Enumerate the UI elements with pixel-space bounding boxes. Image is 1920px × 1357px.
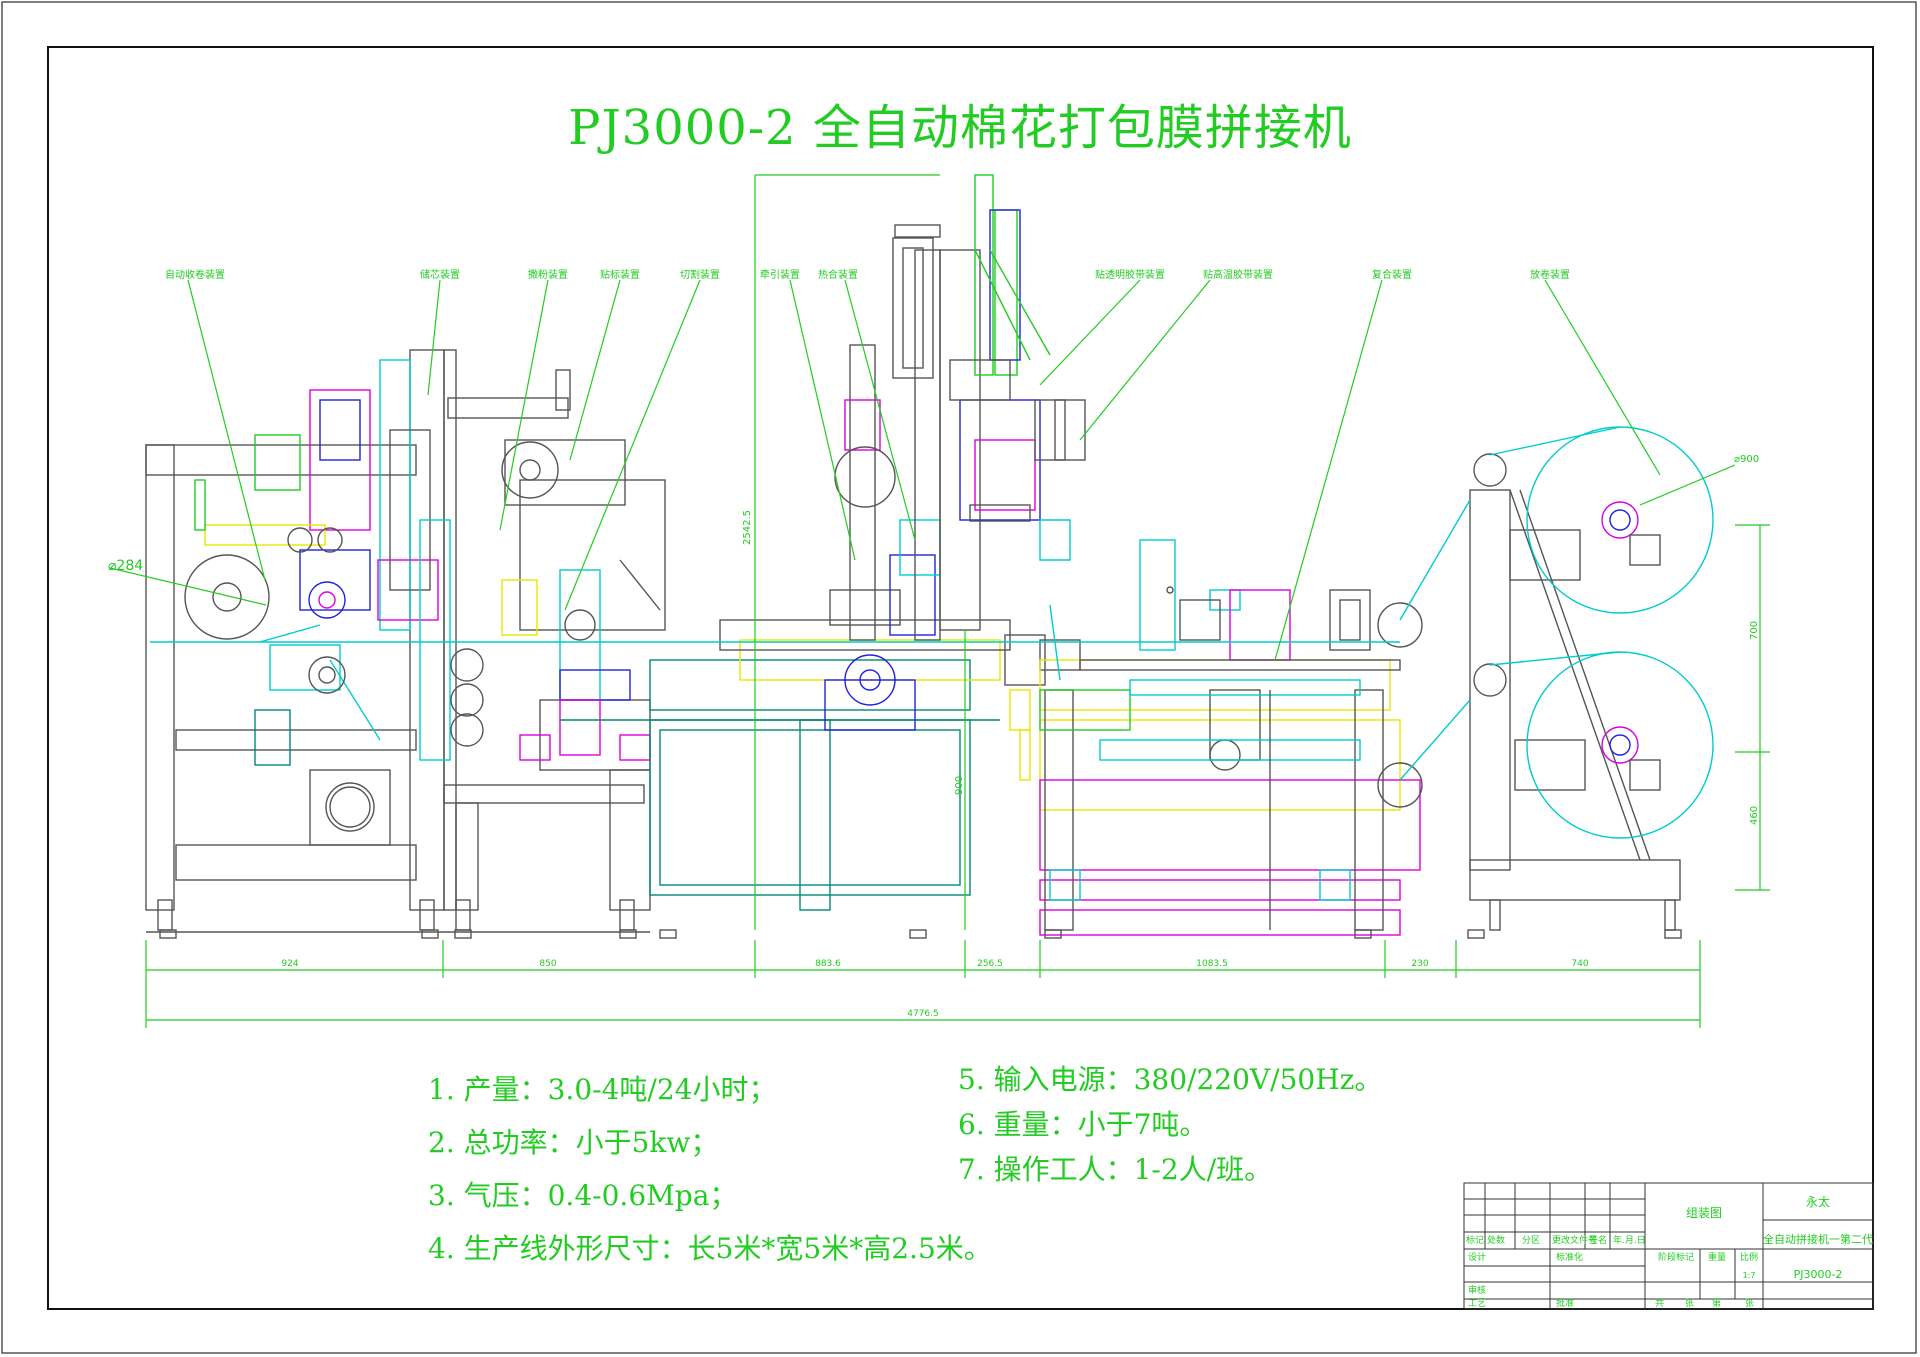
dim-284: ⌀284 bbox=[108, 558, 143, 574]
callout-hightemp-tape: 贴高温胶带装置 bbox=[1203, 268, 1273, 281]
tb-product: 全自动拼接机一第二代 bbox=[1763, 1232, 1873, 1246]
leader-lines bbox=[109, 279, 1736, 661]
dim-883: 883.6 bbox=[815, 959, 841, 969]
dimension-labels: ⌀284 ⌀900 2542.5 900 700 460 924 850 883… bbox=[108, 454, 1760, 1019]
spec-dimensions: 4. 生产线外形尺寸：长5米*宽5米*高2.5米。 bbox=[428, 1232, 992, 1265]
dim-230: 230 bbox=[1411, 959, 1428, 969]
tb-scale: 1:7 bbox=[1743, 1271, 1756, 1280]
callout-labeling: 贴标装置 bbox=[600, 268, 640, 281]
callout-labels: 自动收卷装置 储芯装置 撒粉装置 贴标装置 切割装置 牵引装置 热合装置 贴透明… bbox=[165, 268, 1570, 281]
left-rolls bbox=[184, 441, 559, 747]
tb-r-design: 设计 bbox=[1468, 1251, 1486, 1263]
unwind-frame bbox=[1469, 453, 1681, 931]
callout-unwinding: 放卷装置 bbox=[1530, 268, 1570, 281]
tb-r-sheet: 张 bbox=[1745, 1298, 1754, 1309]
tb-r-weight: 重量 bbox=[1708, 1251, 1726, 1263]
spec-operators: 7. 操作工人：1-2人/班。 bbox=[958, 1153, 1273, 1186]
tb-company: 永太 bbox=[1806, 1194, 1830, 1209]
film-path bbox=[150, 519, 1400, 681]
spec-power-supply: 5. 输入电源：380/220V/50Hz。 bbox=[958, 1063, 1383, 1096]
callout-auto-winding: 自动收卷装置 bbox=[165, 268, 225, 281]
callout-powder: 撒粉装置 bbox=[528, 268, 568, 281]
dim-740: 740 bbox=[1571, 959, 1588, 969]
callout-traction: 牵引装置 bbox=[760, 268, 800, 281]
tb-r-approve: 批准 bbox=[1556, 1297, 1574, 1309]
tb-r-no: 第 bbox=[1712, 1297, 1721, 1309]
tb-r-standard: 标准化 bbox=[1556, 1251, 1583, 1263]
drawing-title: PJ3000-2 全自动棉花打包膜拼接机 bbox=[568, 100, 1352, 156]
machine-assembly-drawing bbox=[145, 174, 1714, 939]
title-block-text: 组装图 永太 全自动拼接机一第二代 PJ3000-2 1:7 标记 处数 分区 … bbox=[1466, 1194, 1873, 1309]
dim-924: 924 bbox=[281, 959, 298, 969]
traction-tower bbox=[824, 237, 941, 731]
spec-power: 2. 总功率：小于5kw； bbox=[428, 1126, 719, 1159]
dim-1083: 1083.5 bbox=[1196, 959, 1228, 969]
callout-cutting: 切割装置 bbox=[680, 268, 720, 281]
tb-r-stage: 阶段标记 bbox=[1658, 1251, 1694, 1263]
callout-laminating: 复合装置 bbox=[1372, 268, 1412, 281]
tb-h-date: 年.月.日 bbox=[1613, 1234, 1646, 1246]
dimension-lines bbox=[145, 174, 1770, 1028]
tb-drawing-type: 组装图 bbox=[1686, 1206, 1722, 1220]
dim-256: 256.5 bbox=[977, 959, 1003, 969]
spec-air-pressure: 3. 气压：0.4-0.6Mpa； bbox=[428, 1179, 738, 1212]
left-frame bbox=[145, 349, 651, 933]
dim-460: 460 bbox=[1749, 806, 1760, 825]
dim-850: 850 bbox=[539, 959, 556, 969]
tb-h-docno: 更改文件号 bbox=[1552, 1234, 1597, 1246]
unwind-rolls bbox=[1399, 426, 1714, 839]
callout-clear-tape: 贴透明胶带装置 bbox=[1095, 268, 1165, 281]
drawing-frame bbox=[47, 46, 1874, 1310]
dim-700: 700 bbox=[1749, 621, 1760, 640]
tb-h-count: 处数 bbox=[1487, 1234, 1505, 1246]
tb-drawing-no: PJ3000-2 bbox=[1794, 1268, 1843, 1281]
spec-output: 1. 产量：3.0-4吨/24小时； bbox=[428, 1073, 777, 1106]
laminating-frame bbox=[1039, 539, 1423, 936]
dim-900: 900 bbox=[954, 776, 965, 795]
dim-2542: 2542.5 bbox=[742, 510, 753, 545]
tb-h-zone: 分区 bbox=[1522, 1235, 1540, 1246]
tb-r-scale: 比例 bbox=[1740, 1251, 1758, 1263]
cutting-unit bbox=[447, 369, 666, 761]
tb-r-process: 工艺 bbox=[1468, 1298, 1486, 1309]
tb-h-sign: 签名 bbox=[1589, 1234, 1607, 1246]
title-block bbox=[1463, 1182, 1874, 1310]
callout-core-storage: 储芯装置 bbox=[420, 268, 460, 281]
left-unit-parts bbox=[194, 359, 451, 766]
leveling-feet bbox=[159, 929, 1682, 939]
spec-weight: 6. 重量：小于7吨。 bbox=[958, 1108, 1208, 1141]
tb-h-mark: 标记 bbox=[1466, 1234, 1484, 1246]
middle-unit bbox=[1004, 586, 1174, 781]
tb-r-total: 共 bbox=[1655, 1298, 1664, 1309]
tb-r-sheets: 张 bbox=[1685, 1298, 1694, 1309]
central-conveyor bbox=[560, 619, 1011, 911]
dim-900-dia: ⌀900 bbox=[1734, 454, 1759, 465]
heat-seal-upper bbox=[894, 174, 1086, 641]
dim-total: 4776.5 bbox=[907, 1009, 939, 1019]
callout-heat-seal: 热合装置 bbox=[818, 268, 858, 281]
tb-r-check: 审核 bbox=[1468, 1284, 1486, 1296]
drive-box bbox=[309, 769, 391, 846]
